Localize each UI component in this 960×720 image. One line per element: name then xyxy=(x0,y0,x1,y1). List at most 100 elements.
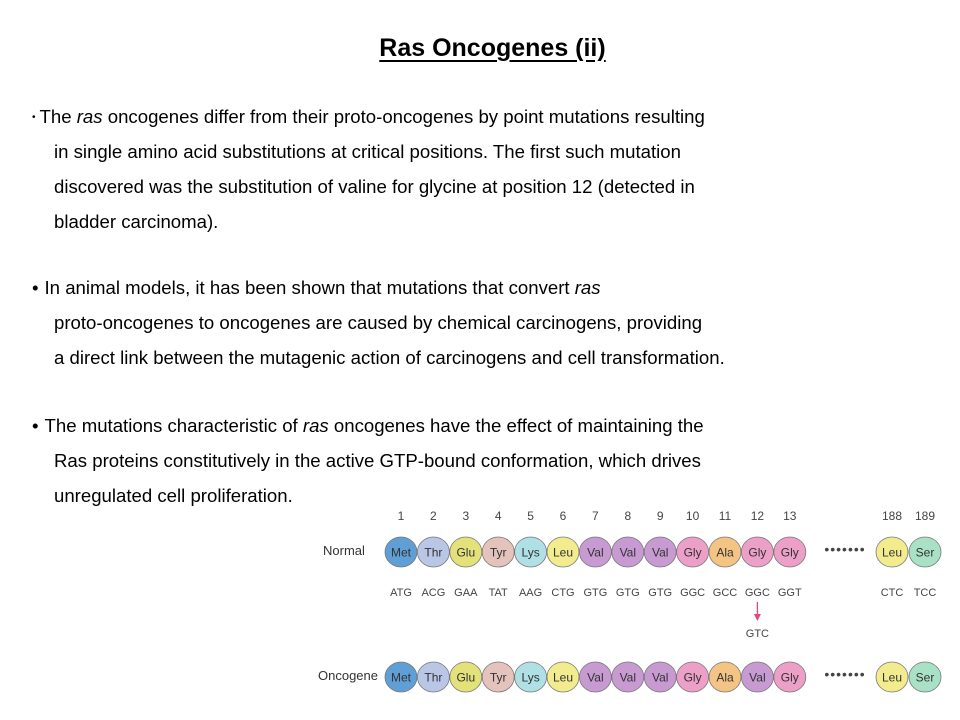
arrow-head xyxy=(753,614,761,621)
residue-val: Val xyxy=(611,536,645,568)
paragraph-line: a direct link between the mutagenic acti… xyxy=(32,346,725,381)
codon-label: CTC xyxy=(881,587,904,599)
residue-leu: Leu xyxy=(875,661,909,693)
position-number: 12 xyxy=(751,509,765,523)
residue-gly: Gly xyxy=(676,661,710,693)
residue-label: Gly xyxy=(781,671,799,685)
position-number: 3 xyxy=(462,509,469,523)
residue-leu: Leu xyxy=(546,661,580,693)
position-number: 7 xyxy=(592,509,599,523)
position-number: 5 xyxy=(527,509,534,523)
residue-glu: Glu xyxy=(449,661,483,693)
paragraph-line: in single amino acid substitutions at cr… xyxy=(32,140,705,175)
residue-label: Gly xyxy=(684,671,702,685)
residue-label: Leu xyxy=(553,546,573,560)
residue-leu: Leu xyxy=(875,536,909,568)
residue-tyr: Tyr xyxy=(481,661,515,693)
position-number: 2 xyxy=(430,509,437,523)
codon-label: GCC xyxy=(713,587,738,599)
residue-val: Val xyxy=(578,536,612,568)
paragraph-line: •In animal models, it has been shown tha… xyxy=(32,276,725,311)
residue-thr: Thr xyxy=(417,661,450,693)
paragraph-line: bladder carcinoma). xyxy=(32,210,705,245)
residue-gly: Gly xyxy=(740,536,774,568)
residue-label: Gly xyxy=(781,546,799,560)
residue-val: Val xyxy=(740,661,774,693)
residue-thr: Thr xyxy=(417,536,450,568)
bullet-paragraph-2: •In animal models, it has been shown tha… xyxy=(32,276,725,381)
text-segment: In animal models, it has been shown that… xyxy=(44,277,575,298)
text-segment: oncogenes differ from their proto-oncoge… xyxy=(102,106,705,127)
residue-met: Met xyxy=(384,661,418,693)
residue-gly: Gly xyxy=(773,661,807,693)
bullet-marker: • xyxy=(32,415,39,436)
codon-label: ACG xyxy=(421,587,445,599)
residue-ser: Ser xyxy=(908,661,942,693)
codon-label: TAT xyxy=(489,587,508,599)
residue-label: Lys xyxy=(521,671,539,685)
residue-label: Glu xyxy=(456,546,475,560)
residue-ala: Ala xyxy=(708,536,742,568)
italic-term: ras xyxy=(574,277,601,298)
residue-gly: Gly xyxy=(676,536,710,568)
residue-label: Thr xyxy=(424,671,442,685)
residue-label: Met xyxy=(391,546,412,560)
residue-ala: Ala xyxy=(708,661,742,693)
position-number: 10 xyxy=(686,509,700,523)
position-number: 1 xyxy=(398,509,405,523)
bullet-marker: • xyxy=(32,112,36,123)
paragraph-line: •The mutations characteristic of ras onc… xyxy=(32,414,704,449)
residue-glu: Glu xyxy=(449,536,483,568)
ellipsis: ••••••• xyxy=(824,541,865,557)
residue-label: Thr xyxy=(424,546,442,560)
residue-gly: Gly xyxy=(773,536,807,568)
ellipsis: ••••••• xyxy=(824,666,865,682)
residue-label: Gly xyxy=(748,546,766,560)
position-number: 4 xyxy=(495,509,502,523)
position-number: 188 xyxy=(882,509,902,523)
codon-label: ATG xyxy=(390,587,412,599)
text-segment: in single amino acid substitutions at cr… xyxy=(54,141,681,162)
text-segment: proto-oncogenes to oncogenes are caused … xyxy=(54,312,703,333)
mutant-codon-label: GTC xyxy=(746,628,769,640)
residue-label: Leu xyxy=(882,546,902,560)
slide-title: Ras Oncogenes (ii) xyxy=(379,34,606,62)
text-segment: discovered was the substitution of valin… xyxy=(54,176,695,197)
residue-label: Lys xyxy=(521,546,539,560)
codon-label: GAA xyxy=(454,587,478,599)
residue-label: Ser xyxy=(916,546,935,560)
residue-leu: Leu xyxy=(546,536,580,568)
residue-label: Leu xyxy=(882,671,902,685)
text-segment: bladder carcinoma). xyxy=(54,211,219,232)
residue-label: Met xyxy=(391,671,412,685)
codon-label: TCC xyxy=(914,587,937,599)
paragraph-line: •The ras oncogenes differ from their pro… xyxy=(32,105,705,140)
residue-ser: Ser xyxy=(908,536,942,568)
paragraph-line: unregulated cell proliferation. xyxy=(32,484,704,519)
residue-val: Val xyxy=(643,536,677,568)
codon-label: AAG xyxy=(519,587,542,599)
residue-label: Val xyxy=(620,671,636,685)
residue-label: Val xyxy=(620,546,636,560)
position-number: 8 xyxy=(624,509,631,523)
codon-label: CTG xyxy=(551,587,574,599)
codon-label: GGT xyxy=(778,587,802,599)
text-segment: The xyxy=(39,106,77,127)
position-number: 189 xyxy=(915,509,935,523)
bullet-paragraph-3: •The mutations characteristic of ras onc… xyxy=(32,414,704,519)
codon-label: GTG xyxy=(616,587,640,599)
position-number: 9 xyxy=(657,509,664,523)
italic-term: ras xyxy=(302,415,329,436)
italic-term: ras xyxy=(76,106,103,127)
residue-met: Met xyxy=(384,536,418,568)
text-segment: unregulated cell proliferation. xyxy=(54,485,293,506)
paragraph-line: proto-oncogenes to oncogenes are caused … xyxy=(32,311,725,346)
codon-label: GTG xyxy=(648,587,672,599)
text-segment: oncogenes have the effect of maintaining… xyxy=(328,415,704,436)
residue-label: Val xyxy=(587,546,603,560)
mutation-arrow xyxy=(753,602,761,621)
